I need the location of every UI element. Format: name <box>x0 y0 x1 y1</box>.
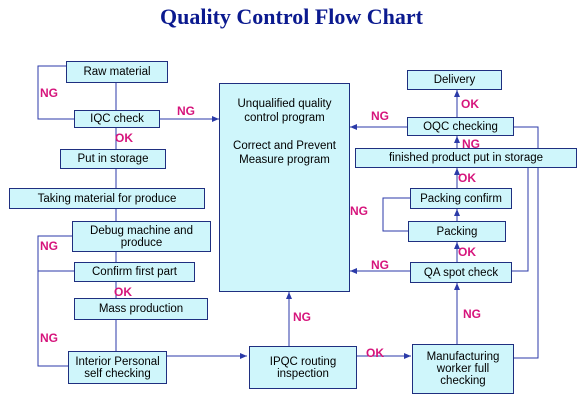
chart-title: Quality Control Flow Chart <box>160 4 423 29</box>
packing-box: Packing <box>408 221 506 242</box>
ipqc-routing-box: IPQC routing inspection <box>249 346 357 389</box>
iqc-check-box: IQC check <box>74 110 160 128</box>
ok-label-ipqc: OK <box>366 346 384 360</box>
manufacturing-worker-box: Manufacturing worker full checking <box>412 344 514 394</box>
ng-label-packing-loop: NG <box>350 204 368 218</box>
ng-label-oqc: NG <box>371 109 389 123</box>
ng-label-debug-loop: NG <box>40 239 58 253</box>
ng-label-raw-loop: NG <box>40 86 58 100</box>
correct-prevent-label: Correct and Prevent Measure program <box>233 140 336 166</box>
confirm-first-part-label: Confirm first part <box>92 266 177 278</box>
finished-storage-box: finished product put in storage <box>355 148 577 168</box>
ng-label-left-loop: NG <box>40 331 58 345</box>
confirm-first-part-box: Confirm first part <box>74 262 195 282</box>
debug-machine-box: Debug machine and produce <box>72 221 211 252</box>
ok-label-qa: OK <box>458 245 476 259</box>
ng-label-storage: NG <box>462 137 480 151</box>
unqualified-program-label: Unqualified quality control program <box>237 98 332 124</box>
ipqc-routing-label: IPQC routing inspection <box>269 355 337 380</box>
raw-material-box: Raw material <box>66 61 168 83</box>
ng-label-ipqc: NG <box>293 310 311 324</box>
iqc-check-label: IQC check <box>90 113 144 125</box>
ok-label-first-part: OK <box>114 285 132 299</box>
delivery-box: Delivery <box>407 70 502 90</box>
taking-material-box: Taking material for produce <box>9 188 205 209</box>
ok-label-oqc: OK <box>461 97 479 111</box>
oqc-checking-box: OQC checking <box>407 117 514 136</box>
packing-confirm-label: Packing confirm <box>420 192 502 205</box>
finished-storage-label: finished product put in storage <box>388 152 544 164</box>
oqc-checking-label: OQC checking <box>423 120 498 133</box>
taking-material-label: Taking material for produce <box>37 192 177 205</box>
packing-confirm-box: Packing confirm <box>410 188 512 209</box>
packing-label: Packing <box>436 225 478 238</box>
put-in-storage-box: Put in storage <box>60 149 166 169</box>
ng-label-manufacturing: NG <box>463 307 481 321</box>
unqualified-program-box: Unqualified quality control program Corr… <box>219 83 350 292</box>
interior-personal-box: Interior Personal self checking <box>68 351 167 384</box>
qa-spot-check-box: QA spot check <box>410 262 512 283</box>
mass-production-box: Mass production <box>74 298 208 320</box>
ng-label-iqc: NG <box>177 104 195 118</box>
put-in-storage-label: Put in storage <box>77 153 149 165</box>
manufacturing-worker-label: Manufacturing worker full checking <box>426 351 500 387</box>
raw-material-label: Raw material <box>83 66 151 78</box>
debug-machine-label: Debug machine and produce <box>90 224 193 249</box>
ok-label-iqc: OK <box>115 131 133 145</box>
ok-label-packing-confirm: OK <box>458 171 476 185</box>
qa-spot-check-label: QA spot check <box>423 266 499 279</box>
mass-production-label: Mass production <box>98 303 184 315</box>
delivery-label: Delivery <box>433 74 476 86</box>
ng-label-qa: NG <box>371 258 389 272</box>
interior-personal-label: Interior Personal self checking <box>75 355 160 380</box>
